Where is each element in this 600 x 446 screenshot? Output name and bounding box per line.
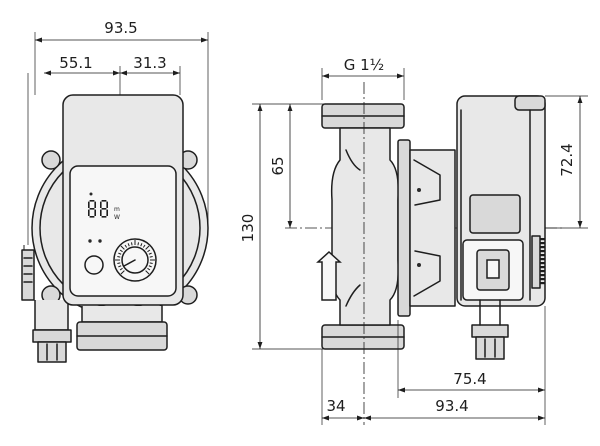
display-segment	[106, 201, 108, 208]
screw	[417, 263, 421, 267]
display-segment	[106, 209, 108, 216]
connector-stem	[479, 299, 501, 326]
control-knob[interactable]	[113, 238, 157, 282]
grip-rib	[540, 242, 545, 245]
display-segment	[100, 201, 102, 208]
display-digit	[100, 200, 108, 218]
dimension-130: 130	[239, 214, 257, 243]
grip-rib	[540, 282, 545, 285]
knob-tick	[117, 262, 121, 265]
connector-body	[34, 300, 69, 331]
knob-tick	[145, 270, 150, 275]
knob-tick	[117, 255, 121, 258]
knob-tick	[137, 242, 140, 246]
grip-rib	[540, 250, 545, 253]
connector-housing	[469, 194, 521, 234]
front-view: 93.5 55.1 31.3	[21, 19, 209, 363]
grip-rib	[540, 246, 545, 249]
knob-tick	[119, 249, 123, 253]
knob-tick	[149, 255, 153, 258]
knob-tick	[118, 252, 122, 255]
pump-housing	[330, 127, 400, 326]
grip-rib	[540, 254, 545, 257]
display-segment	[100, 209, 102, 216]
flange-neck	[81, 306, 163, 323]
display-unit-w: W	[114, 214, 120, 221]
housing-contour	[345, 284, 361, 307]
display-segment	[89, 208, 95, 210]
stator-contour	[413, 250, 441, 297]
connector-nut	[471, 324, 509, 338]
dimension-75-4: 75.4	[453, 370, 486, 388]
knob-pointer	[123, 259, 136, 267]
knob-tick	[148, 265, 152, 268]
display-segment	[88, 209, 90, 216]
knob-tick	[148, 252, 152, 255]
knob-inner	[121, 246, 149, 274]
display-segment	[94, 209, 96, 216]
knob-tick	[118, 265, 122, 268]
knob-tick	[120, 245, 125, 250]
stator-contour	[413, 159, 441, 206]
dimension-65: 65	[269, 156, 287, 175]
control-button[interactable]	[84, 255, 104, 275]
grip-rib	[540, 274, 545, 277]
knob-tick	[120, 270, 125, 275]
display-segment	[89, 216, 95, 218]
screw	[417, 188, 421, 192]
dimension-55-1: 55.1	[59, 54, 92, 72]
cable-grip	[531, 235, 545, 289]
grip-body	[531, 235, 541, 289]
grip-rib	[540, 258, 545, 261]
display-segment	[101, 208, 107, 210]
knob-tick	[145, 245, 150, 250]
dimension-thread: G 1½	[344, 56, 384, 74]
dimension-93-5: 93.5	[104, 19, 137, 37]
knob-tick	[149, 262, 153, 265]
plug-latch	[486, 259, 500, 279]
led-display: m W	[88, 192, 120, 221]
display-digit	[88, 200, 96, 218]
dimension-72-4: 72.4	[558, 143, 576, 176]
knob-tick	[119, 267, 123, 271]
dimension-93-4: 93.4	[435, 397, 468, 415]
grip-rib	[540, 278, 545, 281]
flow-direction-arrow	[316, 250, 342, 301]
connector-nut	[32, 329, 72, 343]
display-segment	[101, 216, 107, 218]
connector-fitting	[475, 336, 505, 360]
knob-tick	[142, 244, 146, 248]
knob-scale	[115, 240, 155, 275]
dimension-31-3: 31.3	[133, 54, 166, 72]
motor-stator	[409, 149, 456, 307]
grip-rib	[540, 262, 545, 265]
status-led	[98, 239, 102, 243]
display-segment	[89, 200, 95, 202]
side-view: 130 65 G 1½	[239, 56, 588, 425]
display-segment	[88, 201, 90, 208]
display-segment	[94, 201, 96, 208]
knob-tick	[127, 243, 130, 247]
housing-contour	[345, 149, 361, 171]
knob-tick	[147, 249, 151, 253]
knob-tick	[124, 244, 128, 248]
motor-flange-plate	[397, 139, 411, 317]
dimension-34: 34	[326, 397, 345, 415]
knob-tick	[147, 267, 151, 271]
knob-tick	[130, 242, 133, 246]
display-unit-m: m	[114, 206, 120, 213]
indicator-dot	[89, 192, 93, 196]
display-segment	[101, 200, 107, 202]
grip-rib	[540, 238, 545, 241]
mounting-boss	[41, 150, 61, 170]
grip-rib	[540, 266, 545, 269]
connector-fitting	[37, 341, 67, 363]
cable-gland	[21, 249, 35, 301]
knob-tick	[140, 243, 143, 247]
gland-ribs	[23, 257, 33, 283]
head-cap	[514, 95, 546, 111]
status-led	[88, 239, 92, 243]
grip-rib	[540, 270, 545, 273]
